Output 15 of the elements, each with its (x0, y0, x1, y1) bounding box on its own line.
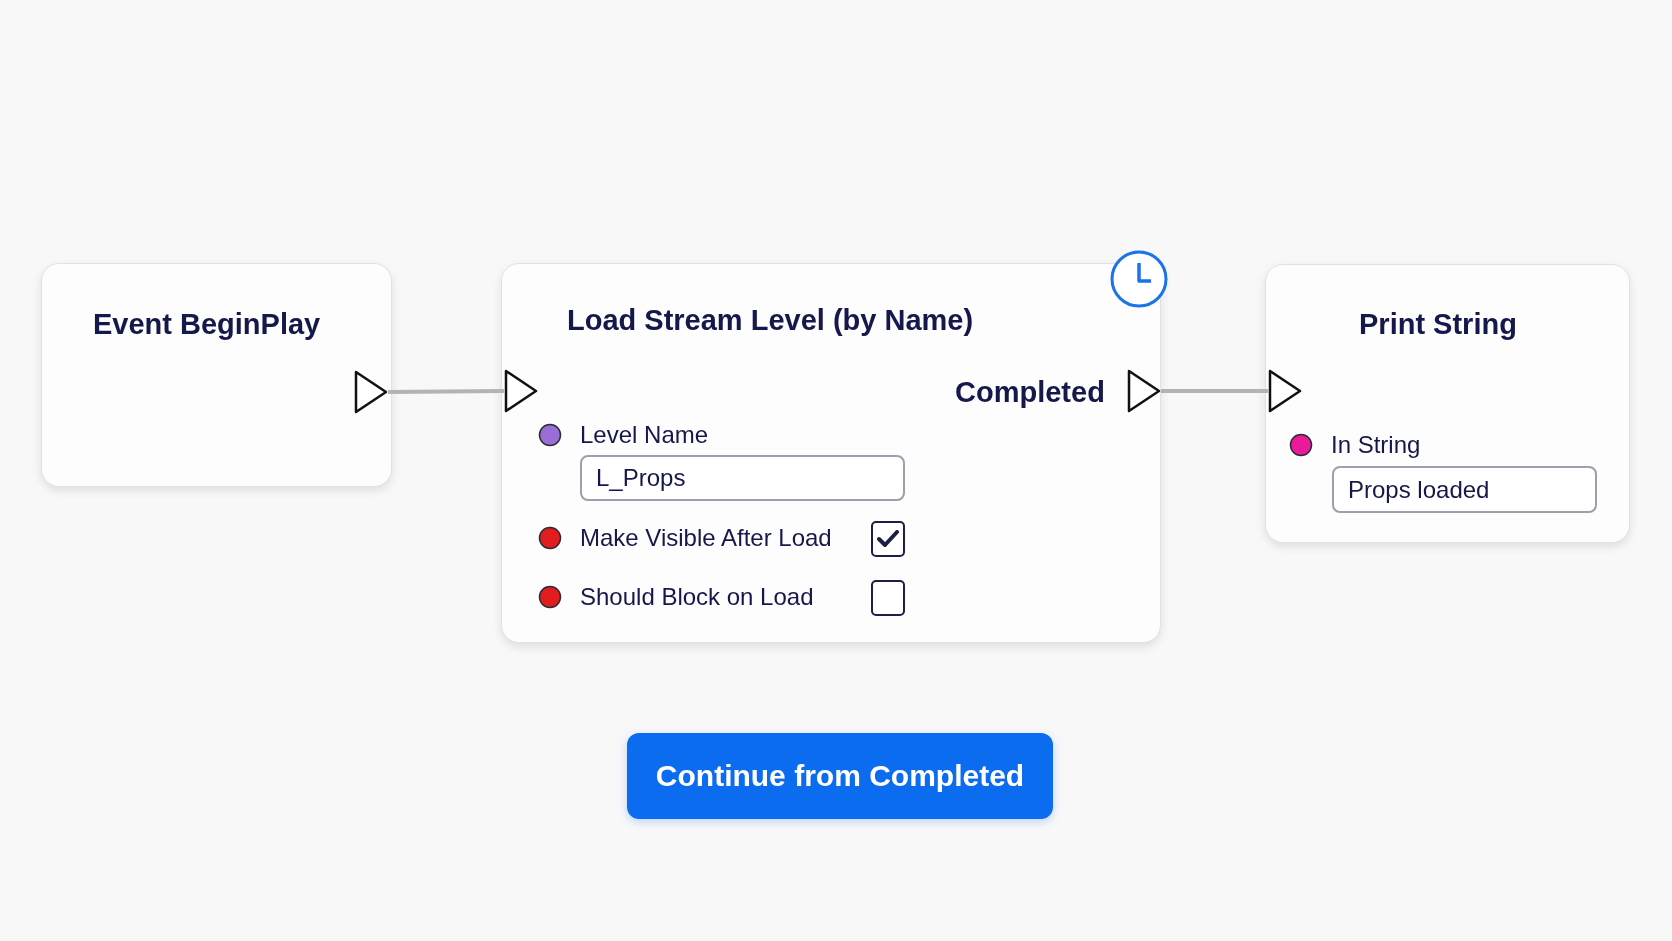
pin-label: Should Block on Load (580, 583, 814, 611)
node-title: Load Stream Level (by Name) (567, 304, 974, 338)
text-input-field: Props loaded (1332, 466, 1597, 513)
pin-label: In String (1331, 431, 1421, 459)
connector-line (387, 389, 505, 394)
node-card (1265, 264, 1630, 543)
pin-label: Level Name (580, 421, 709, 449)
connector-line (1161, 389, 1268, 393)
node-title: Event BeginPlay (93, 308, 321, 342)
text-input-field: L_Props (580, 455, 905, 501)
node-card (41, 263, 392, 487)
action-button: Continue from Completed (627, 733, 1053, 819)
node-title: Print String (1359, 308, 1517, 342)
exec-pin-label: Completed (955, 376, 1105, 410)
pin-label: Make Visible After Load (580, 524, 832, 552)
